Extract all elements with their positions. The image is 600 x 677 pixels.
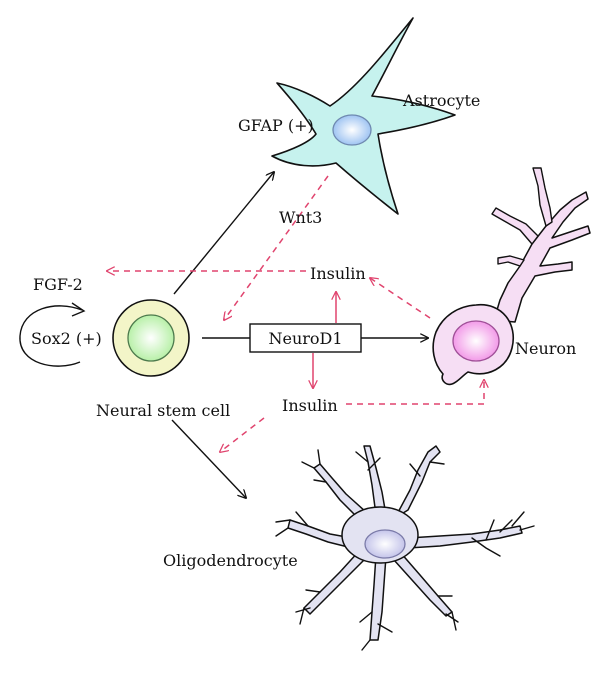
astrocyte-nucleus [332,114,372,146]
label-fgf2: FGF-2 [33,275,83,294]
oligo-process-right [407,525,523,549]
label-neuron: Neuron [515,339,576,358]
astrocyte-cell [271,17,456,215]
oligo-process-down-left [303,549,367,615]
label-wnt3: Wnt3 [279,208,322,227]
label-neural-stem-cell: Neural stem cell [96,401,230,420]
label-insulin-bottom: Insulin [282,396,338,415]
self-renewal-loop [19,305,83,367]
neurod1-box [249,323,362,353]
oligodendrocyte-cell [287,445,523,641]
oligo-process-up-right [394,445,441,519]
arrow-insulin-to-neuron [346,380,484,405]
arrow-stem-to-oligodendrocyte [171,419,246,498]
self-renewal-arrowhead [71,302,86,317]
arrow-stem-to-astrocyte [173,172,274,295]
label-oligodendrocyte: Oligodendrocyte [163,551,298,570]
oligo-fine-branches [275,449,535,651]
oligo-nucleus [364,529,406,559]
astrocyte-body [271,17,456,215]
label-neurod1: NeuroD1 [268,329,342,348]
stem-cell [112,299,190,377]
neuron-cell [432,167,591,386]
neuron-branch-upper [532,167,553,227]
neuron-branch-small [497,255,525,267]
label-astrocyte: Astrocyte [402,91,480,110]
neuron-branch-left [491,207,539,245]
arrow-wnt3-from-astrocyte [224,175,329,320]
oligo-process-down-right [393,551,453,617]
signal-arrows [107,175,484,452]
neuron-nucleus [452,320,500,362]
oligo-process-down [369,554,387,641]
stem-cell-nucleus [127,314,175,362]
label-gfap: GFAP (+) [238,116,314,135]
label-insulin-top: Insulin [310,264,366,283]
label-sox2: Sox2 (+) [31,329,102,348]
arrow-neuron-to-insulin [370,278,431,319]
arrow-insulin-to-stem [220,417,265,452]
oligo-process-up [363,445,387,516]
